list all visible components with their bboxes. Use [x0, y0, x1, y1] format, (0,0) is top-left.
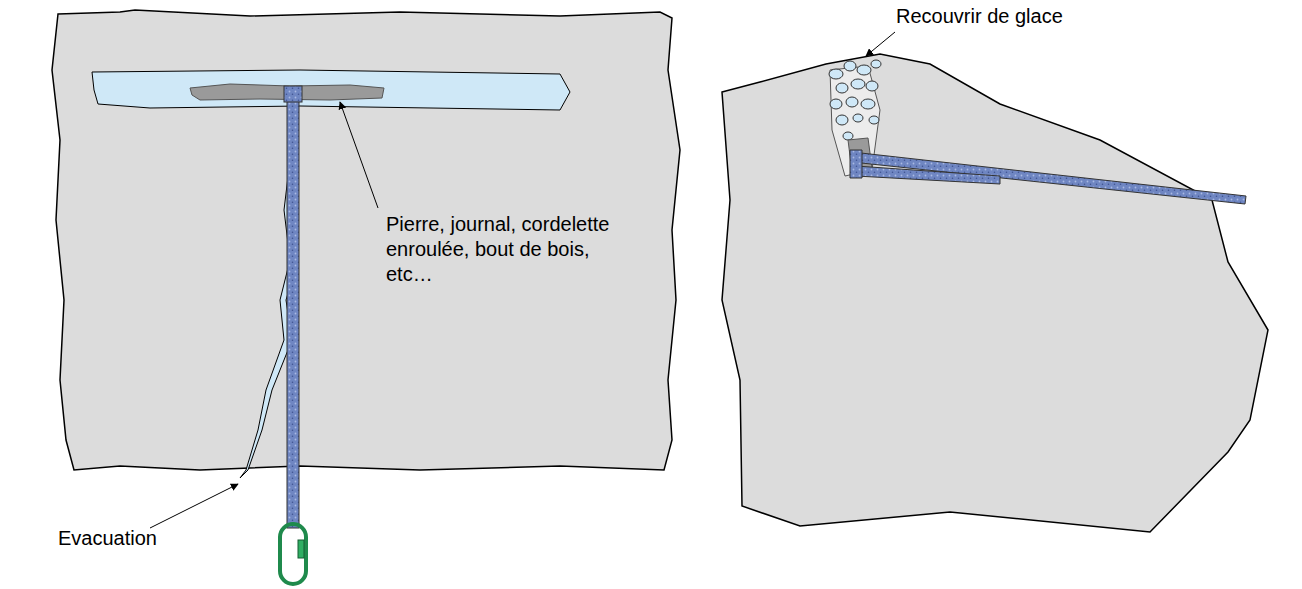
ice-chips — [829, 60, 881, 140]
leader-line — [866, 32, 895, 56]
ice-section — [722, 54, 1268, 532]
sling-loop — [850, 150, 862, 178]
sling — [287, 88, 299, 528]
leader-line — [340, 102, 378, 208]
sling — [856, 166, 1000, 184]
ice-block — [52, 10, 680, 470]
carabiner-gate — [298, 540, 304, 558]
leader-line — [150, 484, 238, 528]
ice-slot — [92, 70, 570, 110]
sling — [852, 152, 1246, 204]
callout-label: Evacuation — [58, 526, 218, 551]
sling-loop — [284, 86, 302, 102]
callout-label: Pierre, journal, cordelette enroulée, bo… — [386, 212, 616, 287]
callout-label: Recouvrir de glace — [896, 4, 1136, 29]
carabiner — [280, 524, 306, 584]
